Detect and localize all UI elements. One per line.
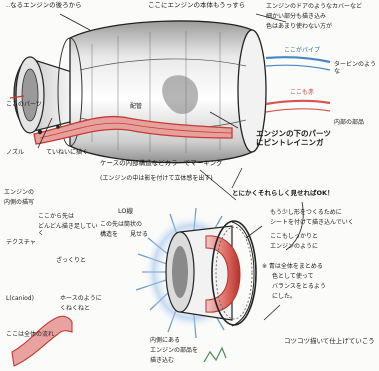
- note-mid-lower-4: 見せる: [130, 232, 148, 239]
- note-mid-center-2: (エンジンの中は影を付けて立体感を出す): [100, 176, 250, 183]
- note-mid-lower-2: この先は筒状の: [100, 222, 164, 229]
- note-left-col-5: テクスチャ: [6, 240, 36, 247]
- main-engine-body: [70, 21, 252, 163]
- note-bottom-left-4: ここは全体の流れ: [6, 332, 58, 339]
- note-right-lower-2: 色として使って: [272, 274, 374, 281]
- top-engine-drawing: [10, 21, 266, 163]
- note-bottom-left-3: くねくねと: [60, 306, 120, 313]
- note-right-lower-4: にした。: [272, 294, 374, 301]
- note-mid-center: ケースの内部構造などカラーでマーキング: [100, 160, 250, 167]
- note-bottom-right: コツコツ描いて仕上げていこう: [284, 338, 376, 345]
- note-top-right-3: 色はあまり使わない方が: [266, 24, 374, 31]
- note-bottom-center-2: エンジンの部品を: [150, 348, 210, 355]
- note-right-red-tag: ここも赤: [290, 90, 314, 97]
- note-top-left-corner: ..なるエンジンの後ろから: [6, 2, 82, 9]
- note-left-small-2: ノズル: [6, 150, 24, 157]
- note-left-col-2: 内側の描写: [4, 200, 44, 207]
- note-bottom-center-1: 内側にある: [150, 338, 210, 345]
- note-top-right-2: 細かい部分も描き込み: [266, 14, 374, 21]
- note-mid-lower-3: 構造を: [100, 232, 118, 239]
- note-left-small-1: ここのパーツ: [6, 102, 42, 109]
- note-pipe-label: 配管: [130, 104, 142, 111]
- note-left-col-6: ざっくりと: [56, 258, 86, 265]
- note-mid-label: エンジンの下のパーツにピントレイニンガ: [256, 130, 334, 147]
- note-left-small-3: ていねいに描く: [46, 150, 96, 157]
- note-mid-lower-1: LO線: [118, 208, 133, 215]
- note-left-col-3: ここから先は: [38, 214, 102, 221]
- right-pipes: [266, 57, 330, 112]
- note-right-small-1: タービンのような: [334, 62, 378, 76]
- note-right-mid-2: シートを付けて描き込んでいく: [270, 220, 374, 227]
- bottom-left-swoosh: [12, 316, 72, 366]
- note-right-mid-3: ここもしっかりと: [270, 234, 374, 241]
- note-right-mid-1: もう少し形をつくるために: [270, 210, 374, 217]
- note-top-right-1: エンジンのドアのようなカバーなど: [266, 4, 374, 11]
- note-right-lower-3: バランスをとるよう: [272, 284, 374, 291]
- note-right-lower-1: ※ 青は全体をまとめる: [262, 264, 374, 271]
- note-bottom-center-3: 描き込む: [150, 358, 210, 365]
- note-right-mid-4: エンジンのように: [270, 244, 374, 251]
- note-left-col-4: どんどん描き足していく: [38, 224, 102, 238]
- note-bottom-left-2: ホースのように: [60, 296, 120, 303]
- note-right-blue-tag: ここがパイプ: [284, 48, 320, 55]
- note-right-small-2: 内部の部品: [334, 120, 378, 127]
- note-center-1: とにかくそれらしく見せればOK！: [232, 190, 334, 197]
- note-bottom-left-1: L(caniod): [6, 296, 34, 303]
- note-top-center: ここにエンジンの本体もうっすら: [148, 2, 245, 9]
- note-left-col-1: エンジンの: [4, 190, 44, 197]
